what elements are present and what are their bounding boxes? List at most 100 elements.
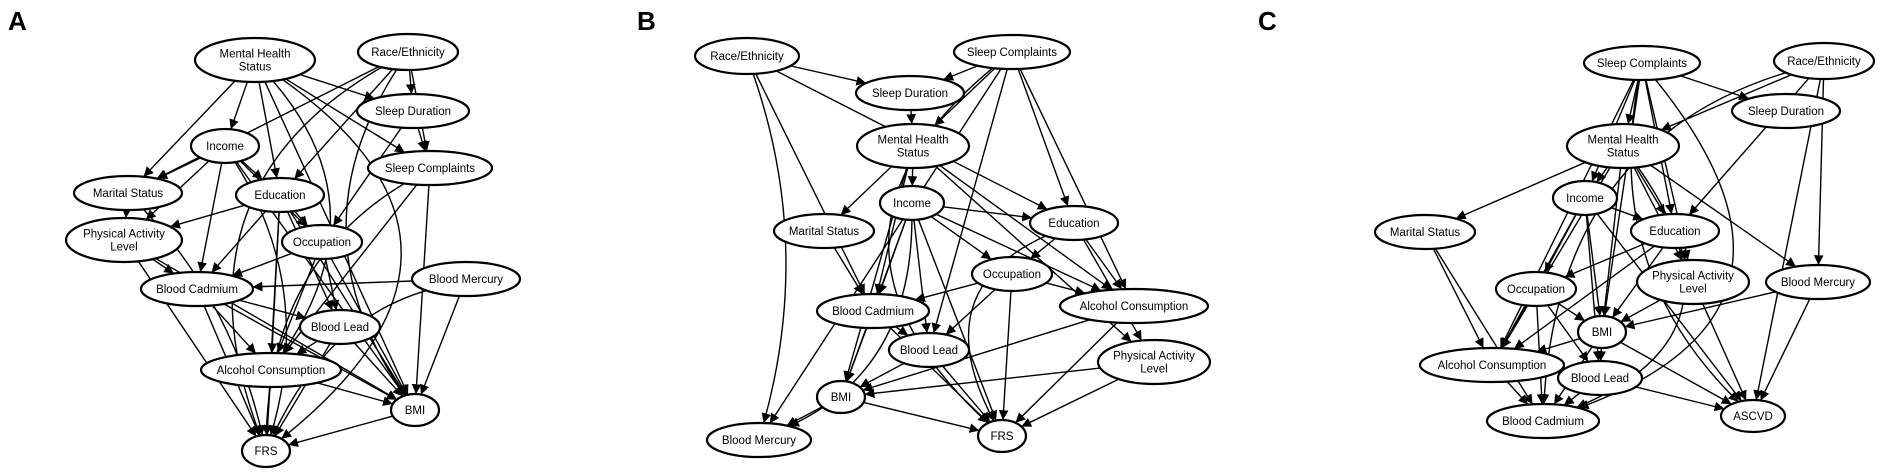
edge-sd-to-mh: [906, 109, 917, 125]
node-ellipse: [970, 255, 1054, 293]
node-ellipse: [355, 92, 471, 130]
edge-pal-to-bc: [152, 258, 175, 275]
node-ellipse: [1556, 359, 1644, 397]
edge-sc-to-mh: [1625, 79, 1639, 125]
edge-edu-to-ac: [1085, 238, 1123, 290]
edge-ac-to-bmi: [316, 382, 394, 406]
edge-inc-to-edu: [241, 160, 263, 180]
node-ellipse: [389, 392, 441, 428]
edge-edu-to-pal: [169, 204, 245, 229]
panel-letter: A: [8, 6, 27, 36]
node-edu: Education: [1028, 204, 1120, 242]
node-ellipse: [887, 331, 971, 369]
node-label: Blood Cadmium: [1502, 416, 1584, 428]
edge-bmi-to-out: [1620, 341, 1732, 405]
edge-race-to-sd: [790, 65, 867, 86]
node-ellipse: [64, 216, 184, 264]
edge-mh-to-ac: [272, 80, 332, 354]
node-ellipse: [815, 292, 931, 330]
edge-sc-to-ac: [1499, 79, 1635, 349]
edge-inc-to-bm: [788, 219, 913, 427]
node-label: Sleep Complaints: [1597, 58, 1687, 70]
node-ellipse: [240, 433, 292, 469]
node-ellipse: [1485, 402, 1601, 440]
node-ellipse: [705, 421, 813, 459]
node-race: Race/Ethnicity: [693, 36, 801, 76]
edge-bc-to-bmi: [223, 303, 397, 401]
node-label: Sleep Duration: [375, 106, 451, 118]
edge-ac-to-bmi: [862, 318, 1091, 393]
node-label: Blood Lead: [311, 322, 369, 334]
edge-race-to-ms: [156, 66, 380, 180]
node-occ: Occupation: [970, 255, 1054, 293]
edge-bl-to-bmi: [859, 362, 905, 388]
edge-sc-to-mh: [933, 67, 996, 127]
edge-race-to-bm: [752, 73, 787, 424]
node-ellipse: [1730, 92, 1842, 130]
node-ellipse: [1719, 398, 1787, 434]
node-label: Sleep Duration: [1748, 106, 1824, 118]
node-out: FRS: [240, 433, 292, 469]
edge-bc-to-bl: [894, 325, 909, 337]
node-ellipse: [72, 174, 184, 212]
edge-pal-to-bmi: [864, 367, 1101, 399]
edge-inc-to-ac: [935, 213, 1102, 292]
node-label: Mental Health: [220, 49, 291, 61]
node-ellipse: [1772, 41, 1876, 81]
edge-bm-to-bc: [252, 280, 413, 292]
node-label: Mental Health: [878, 135, 949, 147]
panel-letter: B: [637, 6, 656, 36]
edge-bm-to-out: [1759, 298, 1811, 401]
edge-inc-to-out: [1596, 213, 1743, 402]
edge-bl-to-ac: [296, 340, 318, 355]
node-sd: Sleep Duration: [1730, 92, 1842, 130]
edge-bmi-to-bl: [1596, 347, 1607, 362]
edge-pal-to-out: [1021, 378, 1120, 428]
edge-pal-to-bmi: [1620, 299, 1661, 323]
node-bc: Blood Cadmium: [1485, 402, 1601, 440]
edge-sc-to-out: [261, 182, 405, 436]
node-out: ASCVD: [1719, 398, 1787, 434]
edge-inc-to-edu: [1611, 206, 1644, 221]
node-ellipse: [298, 308, 382, 346]
node-bm: Blood Mercury: [1764, 263, 1872, 301]
edge-mh-to-ms: [143, 80, 236, 178]
node-label: BMI: [405, 405, 425, 417]
edge-race-to-sd: [405, 69, 416, 95]
edge-race-to-out: [1753, 78, 1822, 401]
node-bl: Blood Lead: [887, 331, 971, 369]
node-label: Race/Ethnicity: [371, 47, 445, 59]
node-bmi: BMI: [815, 379, 867, 415]
edge-layer: [752, 65, 1143, 433]
node-label: Mental Health: [1588, 135, 1659, 147]
node-label: Physical Activity: [1113, 351, 1195, 363]
edge-bmi-to-out: [863, 401, 980, 433]
node-ms: Marital Status: [72, 174, 184, 212]
node-label: Level: [1679, 284, 1707, 296]
node-label: BMI: [1592, 327, 1612, 339]
edge-ac-to-out: [1014, 322, 1118, 424]
edge-occ-to-out: [998, 290, 1012, 421]
edge-ms-to-pal: [121, 207, 132, 219]
edge-edu-to-bl: [286, 211, 334, 311]
edge-occ-to-bmi: [1557, 302, 1586, 322]
node-ellipse: [280, 223, 364, 261]
node-label: ASCVD: [1733, 411, 1773, 423]
node-label: Race/Ethnicity: [1787, 56, 1861, 68]
node-bm: Blood Mercury: [410, 260, 522, 298]
node-sc: Sleep Complaints: [952, 33, 1072, 71]
node-ellipse: [199, 351, 343, 389]
node-bc: Blood Cadmium: [139, 270, 255, 308]
edge-sd-to-sc: [417, 127, 427, 152]
node-sc: Sleep Complaints: [366, 149, 494, 187]
edge-bmi-to-out: [287, 415, 394, 448]
edge-bm-to-bmi: [1624, 291, 1776, 330]
